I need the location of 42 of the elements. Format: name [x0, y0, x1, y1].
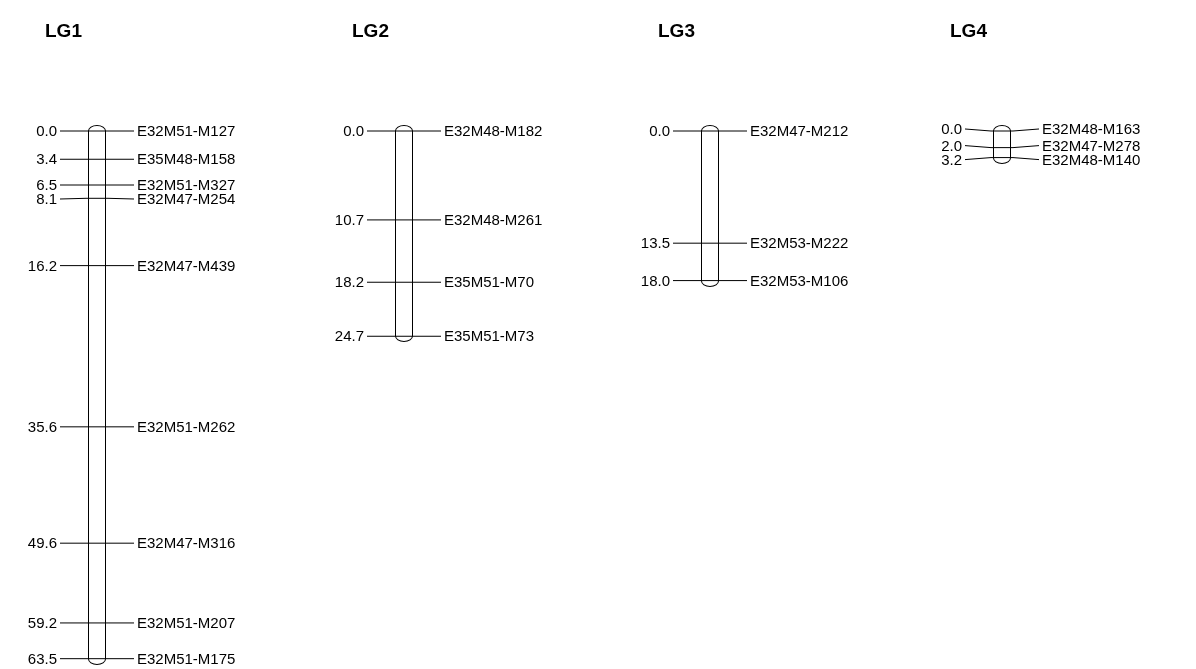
marker-label: E35M51-M70 — [444, 274, 535, 290]
marker-label: E32M47-M212 — [750, 123, 849, 138]
marker-label: E32M53-M106 — [750, 272, 849, 288]
position-label: 18.2 — [334, 274, 364, 290]
position-label: 3.4 — [36, 151, 57, 167]
position-label: 35.6 — [27, 418, 57, 434]
marker-label: E32M48-M163 — [1042, 121, 1141, 136]
marker-label: E32M48-M140 — [1042, 151, 1141, 167]
group-title: LG2 — [352, 20, 389, 42]
marker-label: E35M51-M73 — [444, 328, 535, 344]
marker-label: E32M48-M261 — [444, 211, 543, 227]
position-label: 0.0 — [36, 123, 57, 138]
position-label: 6.5 — [36, 177, 57, 192]
position-label: 0.0 — [343, 123, 364, 138]
marker-label: E32M47-M278 — [1042, 137, 1141, 153]
marker-label: E32M51-M262 — [137, 418, 236, 434]
position-label: 59.2 — [27, 614, 57, 630]
position-label: 49.6 — [27, 535, 57, 551]
position-label: 24.7 — [334, 328, 364, 344]
marker-label: E32M47-M254 — [137, 191, 236, 206]
marker-label: E32M51-M327 — [137, 177, 236, 192]
group-title: LG1 — [45, 20, 82, 42]
position-label: 0.0 — [941, 121, 962, 136]
position-label: 63.5 — [27, 650, 57, 666]
marker-label: E32M47-M316 — [137, 535, 236, 551]
marker-label: E32M47-M439 — [137, 257, 236, 273]
position-label: 0.0 — [649, 123, 670, 138]
marker-label: E35M48-M158 — [137, 151, 236, 167]
group-title: LG4 — [950, 20, 987, 42]
position-label: 10.7 — [334, 211, 364, 227]
position-label: 3.2 — [941, 151, 962, 167]
position-label: 18.0 — [640, 272, 670, 288]
marker-label: E32M51-M207 — [137, 614, 236, 630]
position-label: 16.2 — [27, 257, 57, 273]
marker-label: E32M48-M182 — [444, 123, 543, 138]
position-label: 8.1 — [36, 191, 57, 206]
marker-label: E32M51-M175 — [137, 650, 236, 666]
position-label: 2.0 — [941, 137, 962, 153]
marker-label: E32M51-M127 — [137, 123, 236, 138]
marker-label: E32M53-M222 — [750, 235, 849, 251]
position-label: 13.5 — [640, 235, 670, 251]
group-title: LG3 — [658, 20, 695, 42]
